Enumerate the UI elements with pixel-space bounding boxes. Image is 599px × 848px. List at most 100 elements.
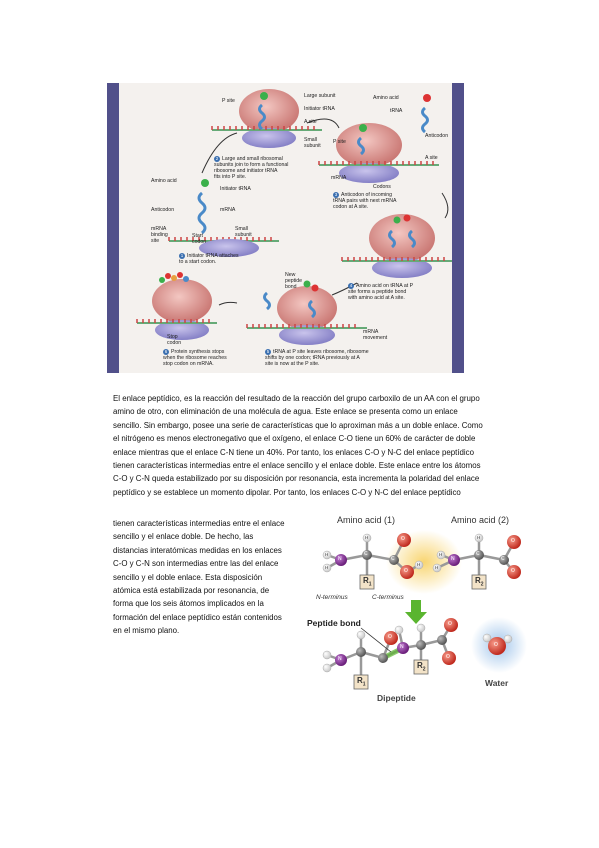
step-3-number: 3 (333, 192, 339, 198)
atom-label-o: O (401, 536, 405, 542)
atom-o (400, 565, 414, 579)
label-amino-acid-right: Amino acid (373, 95, 399, 101)
step-4-number: 4 (348, 283, 354, 289)
step-2-text: Large and small ribosomal subunits join … (214, 156, 289, 180)
ribosome-step2 (211, 89, 322, 148)
label-initiator-trna-left: Initiator tRNA (220, 186, 251, 192)
atom-n (397, 642, 409, 654)
r2-subscript: 2 (480, 581, 484, 588)
atom-n (335, 554, 347, 566)
atom-label-n: N (400, 644, 404, 650)
label-amino-acid-left: Amino acid (151, 178, 177, 184)
atom-h (414, 560, 424, 570)
translation-illustration (136, 89, 452, 345)
label-mrna-left: mRNA (220, 207, 236, 213)
atom-c (499, 555, 509, 565)
atom-c (416, 640, 426, 650)
n-terminus-label: N-terminus (316, 594, 348, 601)
water-hydrogen (482, 633, 492, 643)
atom-c (437, 635, 447, 645)
label-mrna-right: mRNA (331, 175, 347, 181)
atom-n (448, 554, 460, 566)
atom-label-h: H (325, 552, 329, 557)
atom-h (436, 550, 446, 560)
r1-subscript: 1 (368, 581, 372, 588)
atom-n (335, 654, 347, 666)
label-large-subunit: Large subunit (304, 93, 336, 99)
dipeptide-r2-box (413, 659, 429, 675)
ribosome-step4 (341, 214, 452, 278)
atom-label-o: O (448, 621, 452, 627)
label-p-site-right: P site (333, 139, 346, 145)
atom-label-n: N (338, 556, 342, 562)
label-p-site: P site (222, 98, 235, 104)
r1-letter: R (363, 576, 369, 585)
r2-letter: R (417, 661, 423, 670)
atom-h (474, 533, 484, 543)
ribosome-step6 (136, 272, 217, 340)
r1-letter: R (357, 676, 363, 685)
atom-label-o: O (446, 654, 450, 660)
atom-label-c: C (476, 551, 480, 557)
translation-figure: P site Large subunit Initiator tRNA A si… (107, 83, 464, 373)
label-small-subunit-left: Small subunit (235, 226, 252, 238)
step-2-number: 2 (214, 156, 220, 162)
cycle-arrows (201, 118, 449, 306)
label-mrna-binding-site: mRNA binding site (151, 226, 168, 244)
step-4-text: Amino acid on tRNA at P site forms a pep… (348, 283, 414, 301)
atom-o (397, 533, 411, 547)
dipeptide-r1-label: R1 (357, 676, 366, 688)
ribosome-step5 (246, 280, 367, 345)
paragraph-side: tienen características intermedias entre… (113, 519, 285, 636)
atom-label-o: O (511, 568, 515, 574)
step-3-text: Anticodon of incoming tRNA pairs with ne… (333, 192, 397, 210)
step-1-text: Initiator tRNA attaches to a start codon… (179, 253, 239, 265)
step-6-number: 6 (163, 349, 169, 355)
atom-label-o: O (404, 568, 408, 574)
label-trna-right: tRNA (390, 108, 403, 114)
atom-label-o: O (511, 538, 515, 544)
label-a-site: A site (304, 119, 317, 125)
dipeptide-r2-label: R2 (417, 661, 426, 673)
label-mrna-movement: mRNA movement (363, 329, 388, 341)
r1-box (359, 574, 375, 590)
water-hydrogen (503, 634, 513, 644)
atom-o (442, 651, 456, 665)
paragraph-main: El enlace peptídico, es la reacción del … (113, 394, 483, 497)
r2-box (471, 574, 487, 590)
atom-h (322, 663, 332, 673)
atom-o (507, 535, 521, 549)
c-terminus-label: C-terminus (372, 594, 404, 601)
atom-label-h: H (417, 562, 421, 567)
atom-h (432, 563, 442, 573)
atom-label-c: C (501, 556, 505, 562)
atom-o (507, 565, 521, 579)
dipeptide-r1-box (353, 674, 369, 690)
atom-label-c: C (391, 556, 395, 562)
right-border-band (452, 83, 464, 373)
amino-acid-1-title: Amino acid (1) (337, 515, 396, 525)
water-label: Water (485, 678, 509, 688)
peptide-bond-figure: N N C C C C O O O O H H H H H H H N N O … (299, 510, 536, 710)
atom-c (474, 550, 484, 560)
peptide-bond-pointer (360, 627, 392, 653)
label-initiator-trna: Initiator tRNA (304, 106, 335, 112)
atom-label-h: H (325, 565, 329, 570)
peptide-bond-label: Peptide bond (307, 618, 361, 628)
atom-c (356, 647, 366, 657)
step-6-text: Protein synthesis stops when the ribosom… (163, 349, 227, 367)
step-5-number: 5 (265, 349, 271, 355)
step-5-text: tRNA at P site leaves ribosome, ribosome… (265, 349, 369, 367)
r2-letter: R (475, 576, 481, 585)
label-new-peptide-bond: New peptide bond (285, 272, 303, 290)
atom-label-h: H (365, 535, 369, 540)
atom-h (362, 533, 372, 543)
atom-o (444, 618, 458, 632)
step-1-number: 1 (179, 253, 185, 259)
atom-label-h: H (439, 552, 443, 557)
